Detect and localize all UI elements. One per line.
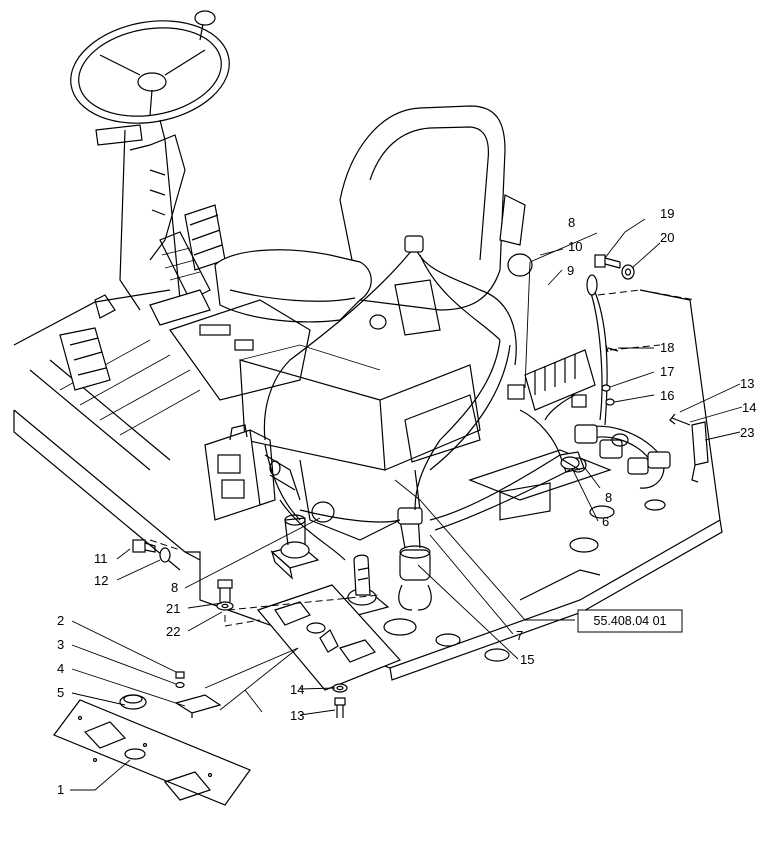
callout-9: 9 (567, 263, 574, 278)
callout-6: 6 (602, 514, 609, 529)
relay-block (507, 349, 596, 411)
washer-20 (621, 264, 635, 280)
control-valve-block (204, 424, 301, 521)
callout-13-right: 13 (740, 376, 754, 391)
bolt-19 (594, 254, 621, 269)
callout-23: 23 (740, 425, 754, 440)
bolt-11 (132, 539, 156, 553)
callout-8-left: 8 (171, 580, 178, 595)
cable-clamp-6 (560, 456, 581, 471)
callout-5: 5 (57, 685, 64, 700)
pedals (59, 204, 226, 391)
callout-14-right: 14 (742, 400, 756, 415)
callout-15: 15 (520, 652, 534, 667)
dashed-reference-lines (149, 289, 696, 627)
bracket-4 (174, 694, 222, 718)
bolt-21 (217, 579, 233, 602)
nut-16 (605, 398, 615, 406)
steering-wheel (70, 10, 230, 311)
wiring (263, 235, 608, 561)
callout-17: 17 (660, 364, 674, 379)
operator-seat (149, 105, 526, 401)
o-ring-8-upper (507, 253, 533, 277)
reference-box[interactable]: 55.408.04 01 (577, 609, 683, 633)
callout-11: 11 (94, 551, 108, 566)
nut-17 (601, 384, 611, 392)
bracket-23 (691, 421, 709, 483)
harness-connector (397, 507, 432, 611)
lower-base-plate (53, 699, 251, 806)
callout-leader-lines (70, 218, 743, 791)
callout-4: 4 (57, 661, 64, 676)
callout-19: 19 (660, 206, 674, 221)
callout-2: 2 (57, 613, 64, 628)
o-ring-8-left (311, 501, 335, 523)
reference-box-label: 55.408.04 01 (594, 614, 667, 628)
joystick-left (270, 514, 320, 580)
callout-22: 22 (166, 624, 180, 639)
callout-1: 1 (57, 782, 64, 797)
screw-2 (175, 671, 185, 679)
screw-18 (605, 344, 619, 353)
callout-10: 10 (568, 239, 582, 254)
grommet-5 (119, 694, 147, 710)
callout-18: 18 (660, 340, 674, 355)
seat-base-frame (239, 344, 481, 541)
callout-16: 16 (660, 388, 674, 403)
callout-13-lower: 13 (290, 708, 304, 723)
callout-3: 3 (57, 637, 64, 652)
callout-7: 7 (516, 628, 523, 643)
washer-14-lower (332, 683, 348, 693)
mounting-plate (256, 584, 402, 691)
callout-21: 21 (166, 601, 180, 616)
callout-8-right: 8 (605, 490, 612, 505)
bolt-13-lower (334, 697, 346, 718)
washer-3 (175, 681, 185, 689)
callout-8-upper: 8 (568, 215, 575, 230)
callout-12: 12 (94, 573, 108, 588)
cable-harness-right (559, 424, 671, 489)
bolt-13-right (669, 413, 691, 426)
washer-12 (159, 547, 171, 563)
callout-labels: 1 2 3 4 5 6 7 8 8 8 9 10 11 12 13 13 14 … (57, 206, 756, 797)
callout-14-lower: 14 (290, 682, 304, 697)
assembly-leader-lines (204, 647, 299, 713)
washer-22 (216, 601, 234, 611)
callout-20: 20 (660, 230, 674, 245)
